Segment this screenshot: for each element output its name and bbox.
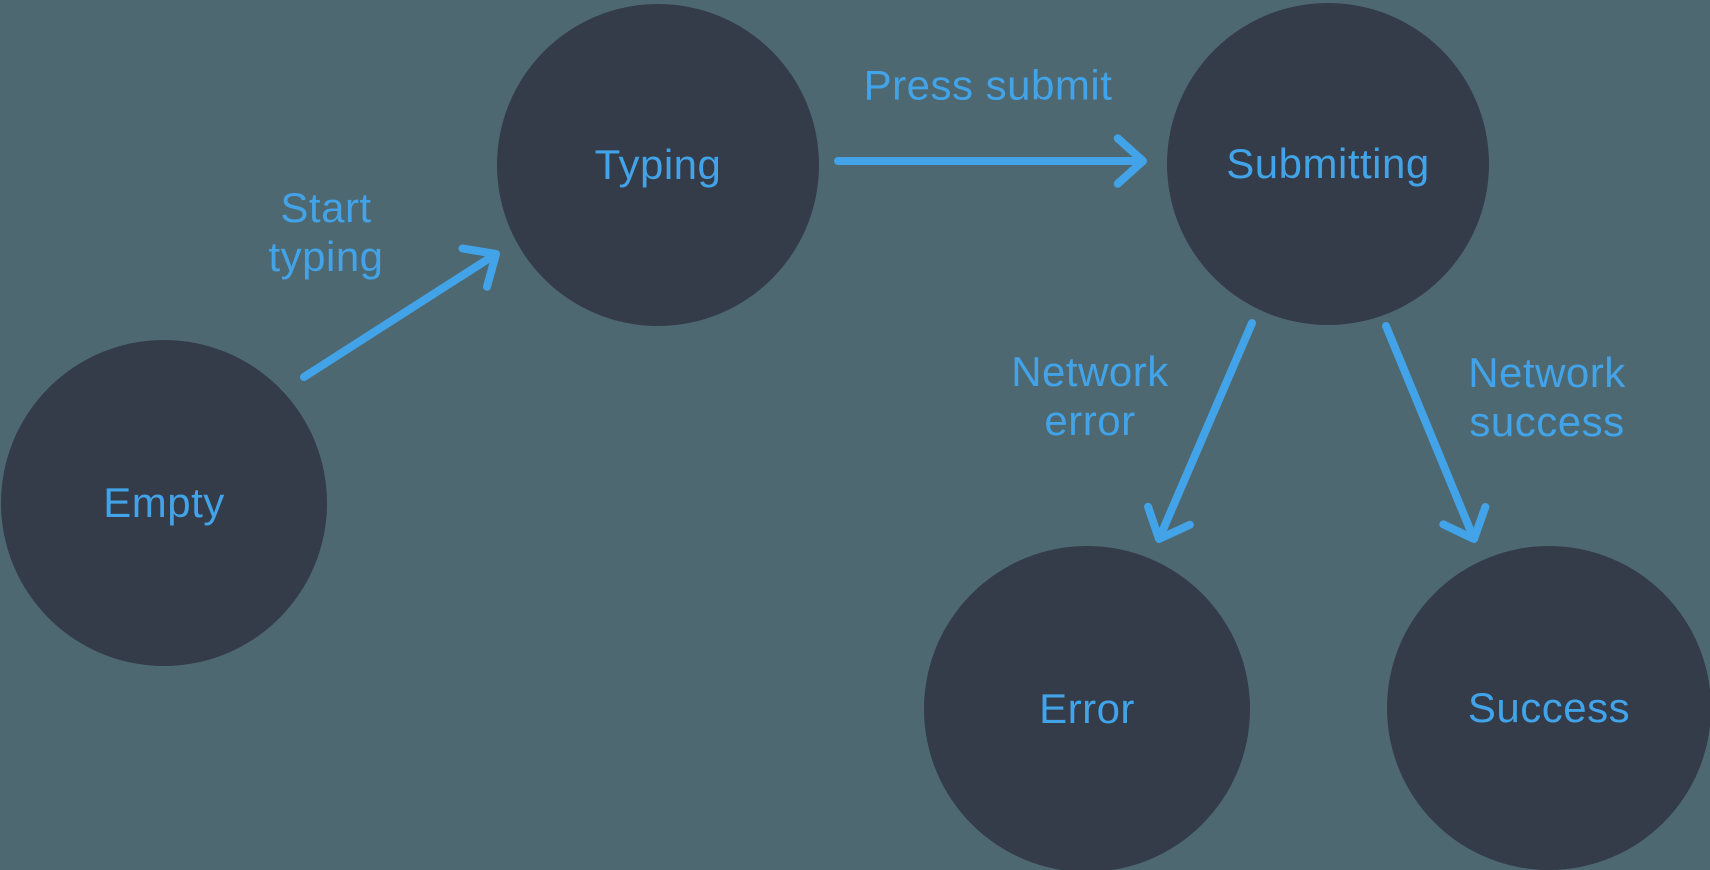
- state-node-label: Typing: [594, 141, 722, 188]
- edge-line-network-success: [1382, 322, 1477, 539]
- arrowhead-icon: [1144, 502, 1194, 543]
- state-node-submitting: Submitting: [1167, 3, 1489, 325]
- edge-label-line: Start: [280, 184, 372, 231]
- arrowhead-icon: [1439, 502, 1490, 543]
- state-node-label: Error: [1039, 685, 1135, 732]
- edge-label-line: success: [1469, 398, 1625, 445]
- edge-network-success: [1382, 322, 1490, 543]
- state-node-success: Success: [1387, 546, 1710, 870]
- edge-label-line: typing: [268, 233, 384, 280]
- edge-network-error: [1144, 319, 1256, 543]
- edge-line-network-error: [1156, 319, 1256, 539]
- state-node-typing: Typing: [497, 4, 819, 326]
- state-node-label: Empty: [103, 479, 225, 526]
- state-node-label: Success: [1467, 684, 1631, 731]
- edge-line-start-typing: [300, 252, 496, 381]
- edge-start-typing: [300, 244, 500, 381]
- edge-label-press-submit: Press submit: [864, 61, 1113, 110]
- state-node-error: Error: [924, 546, 1250, 870]
- state-node-label: Submitting: [1226, 140, 1430, 187]
- edge-label-line: Press submit: [863, 61, 1113, 109]
- edge-label-line: error: [1044, 397, 1136, 444]
- edge-label-line: Network: [1011, 348, 1169, 395]
- arrowhead-icon: [1113, 134, 1147, 188]
- edge-label-line: Network: [1468, 349, 1626, 396]
- edge-press-submit: [834, 134, 1147, 188]
- state-node-empty: Empty: [1, 340, 327, 666]
- arrowhead-icon: [458, 244, 500, 291]
